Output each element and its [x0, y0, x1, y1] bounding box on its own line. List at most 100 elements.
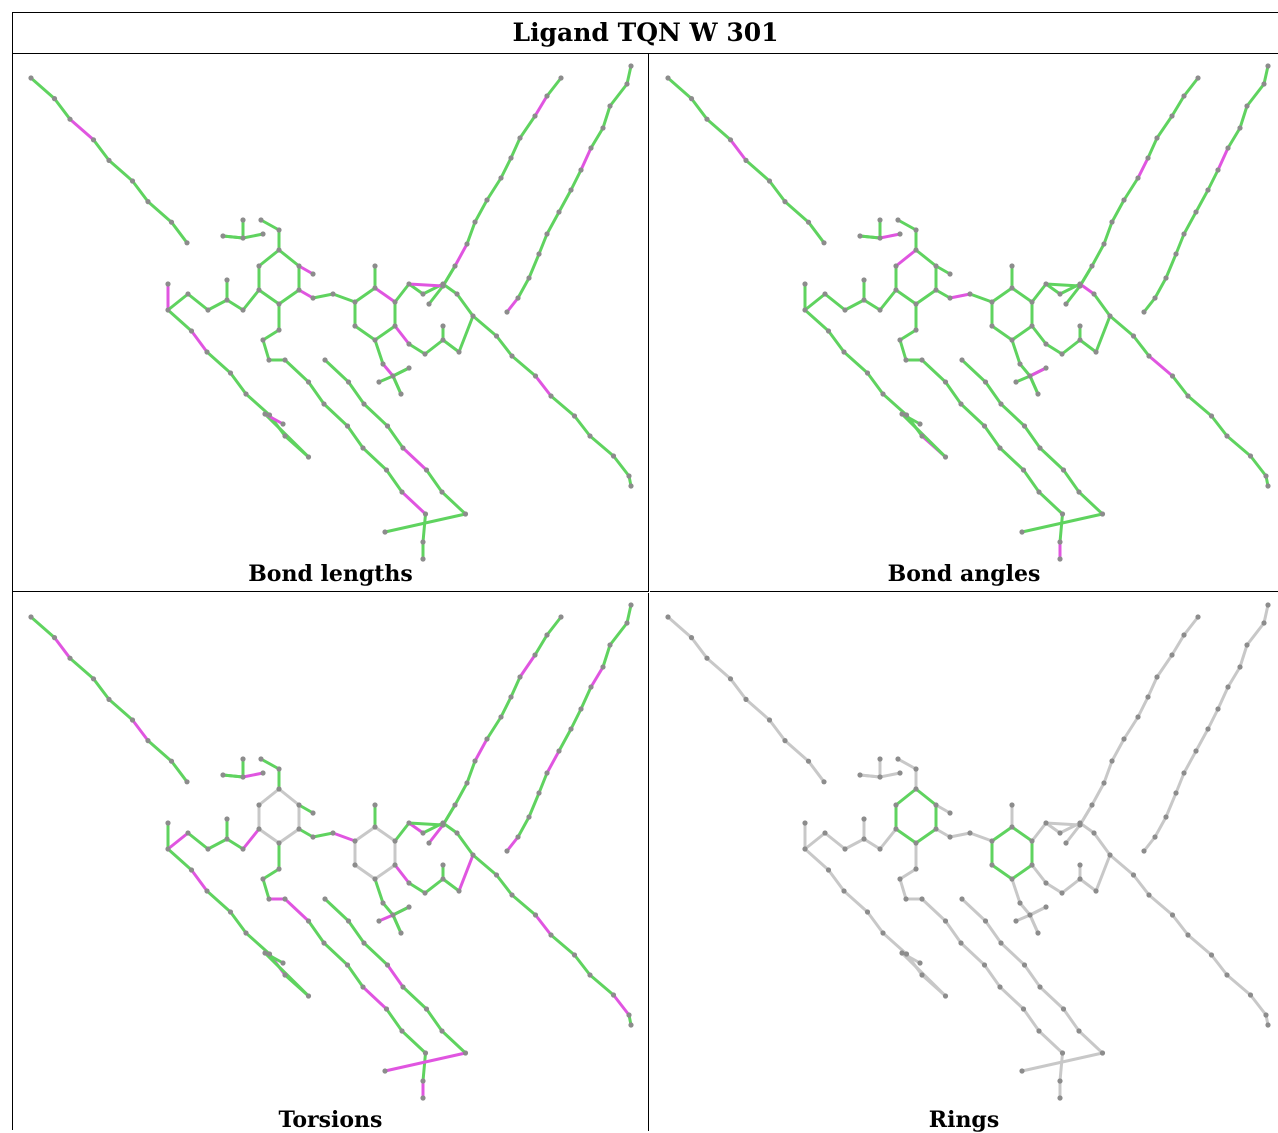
bond	[277, 787, 301, 807]
bond	[569, 168, 583, 192]
atom	[933, 263, 939, 269]
atom	[861, 277, 867, 283]
atom	[1173, 790, 1179, 796]
bond	[373, 877, 385, 905]
bond	[421, 512, 427, 544]
atom	[440, 323, 446, 329]
bond	[353, 286, 377, 304]
bond	[557, 188, 573, 214]
atom	[515, 834, 521, 840]
atom	[1043, 880, 1049, 886]
molecule-diagram-bond-angles	[665, 63, 1271, 562]
atom	[1077, 337, 1083, 343]
bond	[1020, 512, 1104, 534]
atom	[129, 178, 136, 184]
bond	[898, 328, 918, 342]
bond	[1182, 749, 1198, 775]
atom	[106, 696, 112, 702]
atom	[384, 962, 391, 968]
bond	[1210, 953, 1229, 977]
bond	[894, 787, 918, 807]
bond	[545, 749, 561, 775]
atom	[188, 867, 195, 873]
bond	[914, 248, 938, 268]
bond	[386, 963, 405, 989]
atom	[266, 357, 272, 363]
atom	[588, 145, 594, 151]
bond	[166, 831, 190, 851]
atom	[1265, 483, 1271, 489]
atom	[220, 233, 226, 239]
atom	[1063, 840, 1069, 846]
panel-bond-lengths: Bond lengths	[13, 54, 649, 592]
atom	[422, 511, 429, 517]
atom	[392, 838, 398, 844]
bond	[453, 781, 469, 807]
atom	[398, 930, 404, 936]
bond	[1153, 276, 1168, 300]
atom	[227, 909, 234, 915]
bond	[170, 759, 189, 784]
atom	[1261, 620, 1267, 626]
bond	[323, 358, 350, 384]
atom	[440, 281, 446, 287]
bond	[842, 350, 869, 375]
bond	[866, 910, 885, 935]
atom	[1154, 674, 1160, 680]
bond	[277, 248, 301, 268]
atom	[942, 993, 949, 999]
atom	[727, 676, 734, 682]
atom	[1146, 892, 1152, 898]
atom	[420, 291, 426, 297]
atom	[880, 391, 886, 397]
bond	[1164, 252, 1178, 280]
atom	[982, 918, 989, 924]
atom	[165, 820, 171, 826]
atom	[1019, 529, 1025, 535]
bond	[896, 218, 918, 232]
atom	[802, 281, 808, 287]
atom	[276, 247, 282, 253]
atom	[913, 327, 919, 333]
bond	[453, 242, 469, 268]
bond	[1078, 338, 1098, 354]
atom	[1091, 291, 1097, 297]
bond	[261, 328, 281, 342]
bond	[534, 374, 553, 398]
bond	[1030, 282, 1048, 304]
bond	[353, 863, 377, 881]
bond	[666, 76, 693, 101]
bond	[186, 831, 210, 851]
atom	[205, 307, 211, 313]
bond	[1028, 366, 1048, 378]
atom	[571, 952, 578, 958]
molecule-diagram-torsions	[28, 602, 634, 1101]
atom	[330, 291, 336, 297]
bond	[894, 827, 918, 845]
bond	[283, 897, 310, 923]
atom	[184, 240, 190, 246]
atom	[1036, 489, 1042, 495]
bond	[1060, 338, 1082, 356]
atom	[1135, 714, 1141, 720]
bond	[166, 847, 193, 872]
atom	[1091, 830, 1097, 836]
atom	[184, 779, 190, 785]
atom	[913, 227, 919, 233]
atom	[917, 421, 923, 427]
bond	[557, 727, 573, 753]
atom	[989, 838, 995, 844]
bond	[1090, 242, 1106, 268]
atom	[258, 756, 264, 762]
atom	[864, 370, 871, 376]
atom	[1152, 295, 1158, 301]
atom	[532, 113, 538, 119]
atom	[1195, 614, 1201, 620]
atom	[861, 836, 867, 842]
atom	[1185, 393, 1191, 399]
atom	[1263, 473, 1269, 479]
bond	[241, 827, 261, 851]
atom	[282, 357, 288, 363]
atom	[989, 862, 995, 868]
bond	[1171, 913, 1190, 937]
